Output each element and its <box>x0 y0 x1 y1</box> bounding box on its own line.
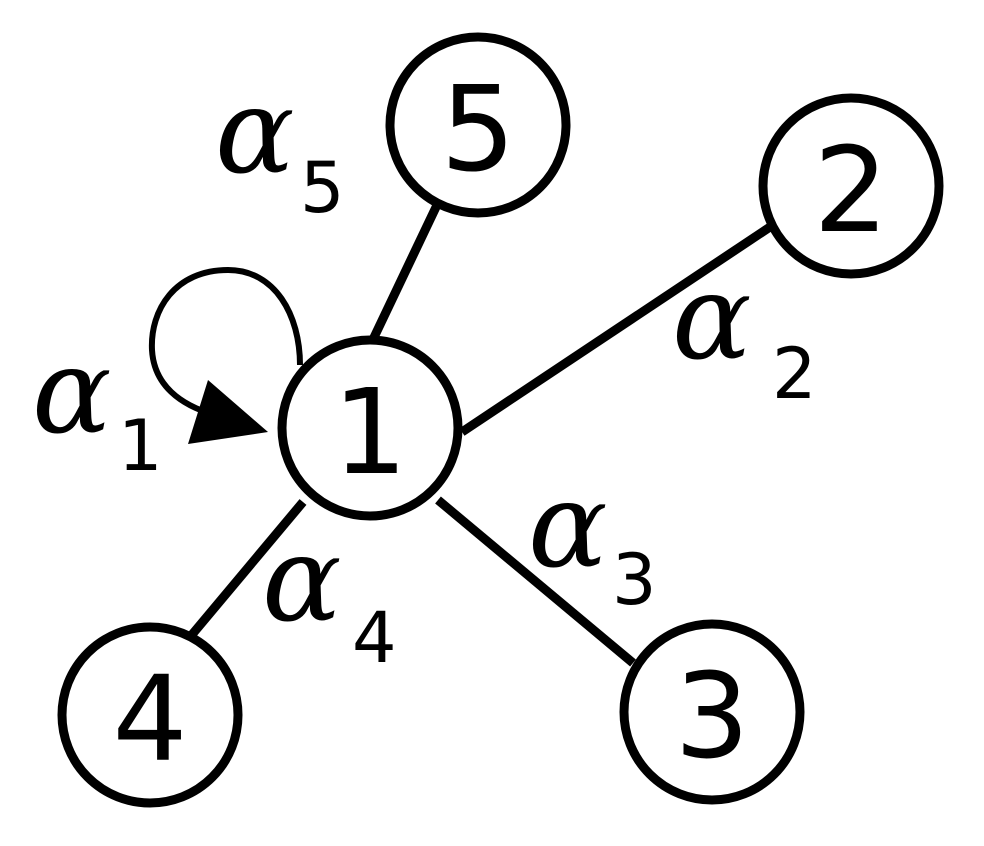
edge-1-4 <box>186 499 307 640</box>
svg-text:α: α <box>672 248 752 386</box>
node-4-label: 4 <box>112 650 187 788</box>
edge-label-alpha-2: α 2 <box>672 248 817 415</box>
edge-label-alpha-5: α 5 <box>215 62 345 229</box>
node-3-label: 3 <box>674 647 749 785</box>
svg-text:2: 2 <box>772 333 817 415</box>
edge-label-alpha-3: α 3 <box>528 456 657 621</box>
edge-label-alpha-4: α 4 <box>262 510 397 679</box>
node-4: 4 <box>57 622 243 808</box>
node-3: 3 <box>619 619 805 805</box>
node-1: 1 <box>277 335 463 521</box>
node-1-label: 1 <box>332 363 407 501</box>
node-5-label: 5 <box>440 60 515 198</box>
svg-text:3: 3 <box>612 539 657 621</box>
self-loop-edge-1 <box>148 266 303 418</box>
svg-text:α: α <box>32 322 112 460</box>
edge-1-5 <box>363 203 442 352</box>
svg-text:α: α <box>528 456 608 594</box>
svg-text:5: 5 <box>300 147 345 229</box>
svg-text:α: α <box>215 62 295 200</box>
svg-text:α: α <box>262 510 342 648</box>
svg-text:4: 4 <box>352 597 397 679</box>
svg-text:1: 1 <box>118 405 163 487</box>
node-5: 5 <box>385 32 571 218</box>
node-2: 2 <box>758 93 944 279</box>
edge-1-2 <box>459 221 776 436</box>
self-loop-arrowhead <box>188 380 268 444</box>
edge-1-3 <box>435 496 636 667</box>
edge-label-alpha-1: α 1 <box>32 322 163 487</box>
node-2-label: 2 <box>813 121 888 259</box>
